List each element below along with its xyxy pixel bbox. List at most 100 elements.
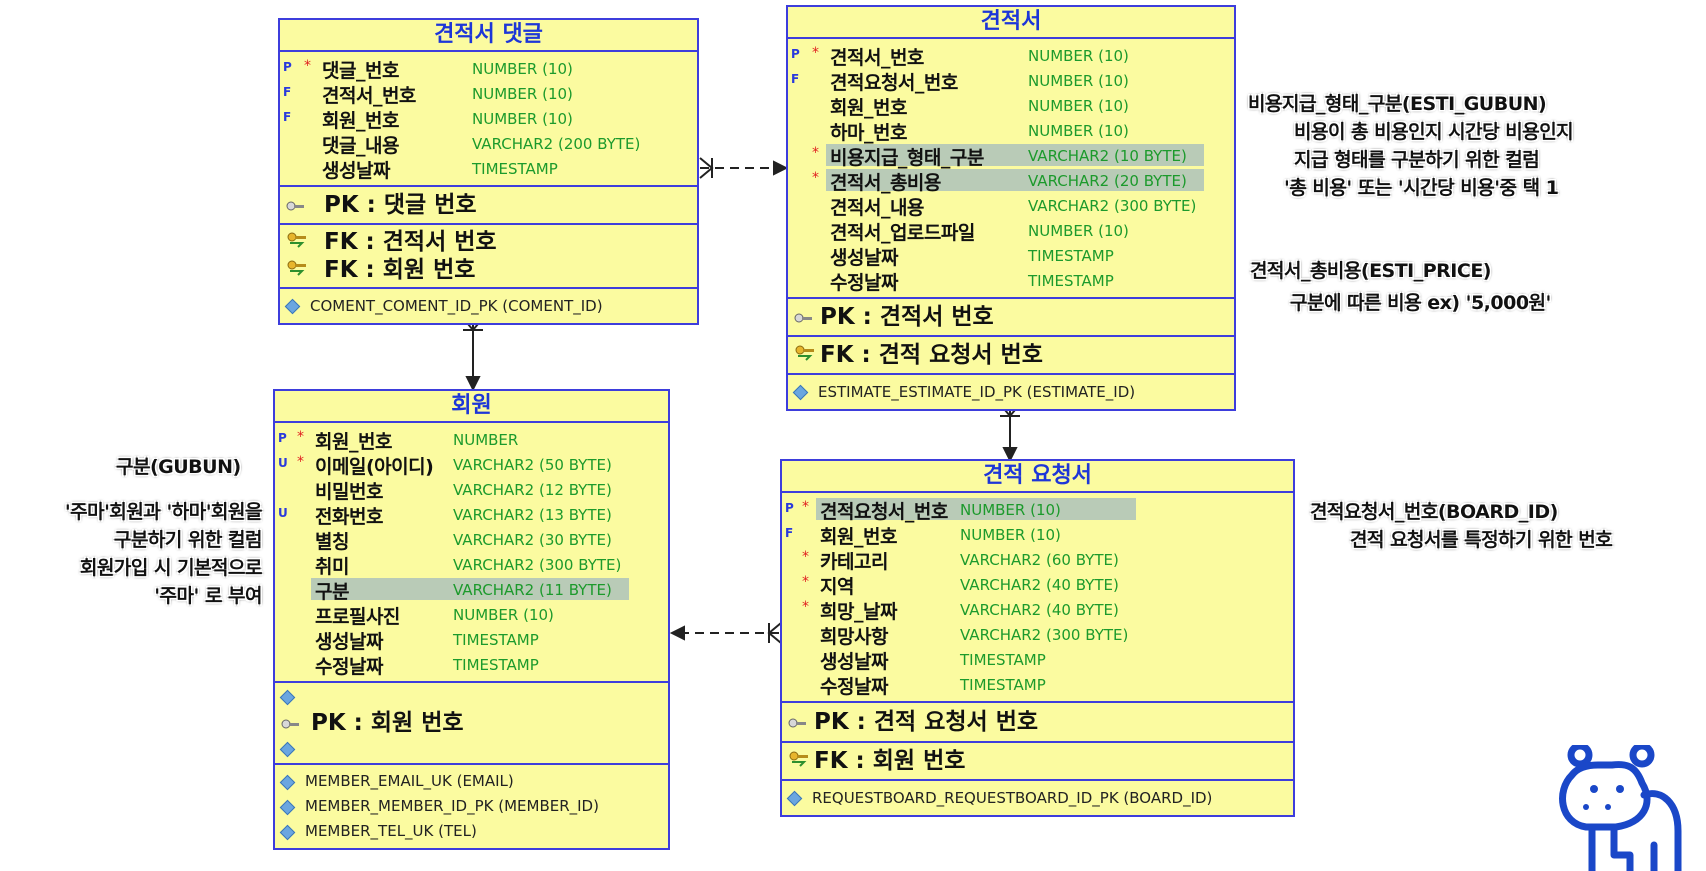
key-icon	[281, 707, 301, 739]
note-gubun: 구분(GUBUN)	[116, 456, 241, 478]
column-type: VARCHAR2 (13 BYTE)	[453, 506, 612, 524]
fk-section: FK : 견적 요청서 번호	[788, 337, 1234, 375]
index-diamond-icon	[279, 799, 296, 816]
fk-row: FK : 견적서 번호	[280, 228, 697, 256]
key-icon	[794, 302, 814, 332]
index-diamond-icon	[279, 689, 296, 706]
column-type: TIMESTAMP	[1028, 272, 1114, 290]
column-row[interactable]: VARCHAR2 (300 BYTE)취미	[275, 552, 668, 578]
foreign-key-icon	[788, 746, 810, 776]
column-type: TIMESTAMP	[453, 631, 539, 649]
column-row[interactable]: P*NUMBER (10)댓글_번호	[280, 56, 697, 82]
column-row[interactable]: *VARCHAR2 (40 BYTE)지역	[782, 572, 1293, 598]
column-name: 구분	[315, 581, 349, 603]
column-type: TIMESTAMP	[960, 676, 1046, 694]
index-section: COMENT_COMENT_ID_PK (COMENT_ID)	[280, 289, 697, 323]
column-row[interactable]: *VARCHAR2 (40 BYTE)희망_날짜	[782, 597, 1293, 623]
column-type: NUMBER (10)	[1028, 97, 1129, 115]
column-row[interactable]: *VARCHAR2 (60 BYTE)카테고리	[782, 547, 1293, 573]
entity-title: 회원	[275, 391, 668, 423]
column-type: VARCHAR2 (300 BYTE)	[453, 556, 622, 574]
column-row[interactable]: NUMBER (10) 하마_번호	[788, 118, 1234, 144]
required-marker: *	[812, 145, 819, 161]
column-name: 견적서_번호	[322, 85, 416, 107]
required-marker: *	[812, 45, 819, 61]
key-icon	[788, 706, 808, 738]
column-name: 회원_번호	[322, 110, 399, 132]
fk-label: FK : 회원 번호	[324, 257, 476, 283]
fk-row: FK : 견적 요청서 번호	[788, 340, 1234, 370]
column-type: VARCHAR2 (30 BYTE)	[453, 531, 612, 549]
column-type: TIMESTAMP	[960, 651, 1046, 669]
fk-section: FK : 회원 번호	[782, 743, 1293, 781]
column-row[interactable]: VARCHAR2 (300 BYTE)희망사항	[782, 622, 1293, 648]
index-section: ESTIMATE_ESTIMATE_ID_PK (ESTIMATE_ID)	[788, 375, 1234, 409]
entity-title: 견적서	[788, 7, 1234, 39]
column-name: 희망사항	[820, 626, 888, 648]
column-row[interactable]: NUMBER (10)회원_번호	[788, 93, 1234, 119]
pk-row: PK : 견적서 번호	[788, 302, 1234, 332]
index-diamond-icon	[284, 298, 301, 315]
column-name: 프로필사진	[315, 606, 400, 628]
fk-label: FK : 견적서 번호	[324, 229, 497, 255]
fk-row: FK : 회원 번호	[782, 746, 1293, 776]
column-row[interactable]: VARCHAR2 (200 BYTE)댓글_내용	[280, 131, 697, 157]
column-name: 비용지급_형태_구분	[830, 147, 984, 169]
column-row[interactable]: *VARCHAR2 (10 BYTE)비용지급_형태_구분	[788, 143, 1234, 169]
fk-section: FK : 견적서 번호 FK : 회원 번호	[280, 225, 697, 289]
column-row[interactable]: P*NUMBER (10)견적요청서_번호	[782, 497, 1293, 523]
index-diamond-icon	[786, 790, 803, 807]
column-name: 하마_번호	[830, 122, 907, 144]
foreign-key-icon	[286, 256, 308, 284]
column-type: NUMBER (10)	[960, 501, 1061, 519]
required-marker: *	[297, 429, 304, 445]
column-row[interactable]: NUMBER (10)프로필사진	[275, 602, 668, 628]
note-gubun-desc: '주마'회원과 '하마'회원을 구분하기 위한 컬럼 회원가입 시 기본적으로 …	[64, 501, 263, 607]
index-row: COMENT_COMENT_ID_PK (COMENT_ID)	[280, 293, 697, 319]
hippo-mascot-icon	[1559, 745, 1682, 871]
column-type: NUMBER (10)	[472, 60, 573, 78]
column-row[interactable]: NUMBER (10)견적서_업로드파일	[788, 218, 1234, 244]
arrowhead-member-2	[669, 625, 685, 641]
column-type: NUMBER (10)	[1028, 47, 1129, 65]
column-row[interactable]: *VARCHAR2 (20 BYTE)견적서_총비용	[788, 168, 1234, 194]
column-row[interactable]: VARCHAR2 (12 BYTE)비밀번호	[275, 477, 668, 503]
column-row[interactable]: P * NUMBER (10) 견적서_번호	[788, 43, 1234, 69]
column-type: NUMBER (10)	[1028, 122, 1129, 140]
column-row[interactable]: VARCHAR2 (30 BYTE)별칭	[275, 527, 668, 553]
index-diamond-icon	[279, 774, 296, 791]
index-row: MEMBER_EMAIL_UK (EMAIL)	[275, 769, 668, 794]
column-type: VARCHAR2 (40 BYTE)	[960, 576, 1119, 594]
index-row: MEMBER_TEL_UK (TEL)	[275, 819, 668, 844]
column-name: 견적서_번호	[830, 47, 924, 69]
column-name: 생성날짜	[820, 651, 888, 673]
column-row[interactable]: VARCHAR2 (300 BYTE)견적서_내용	[788, 193, 1234, 219]
column-name: 견적요청서_번호	[820, 501, 948, 523]
column-type: VARCHAR2 (50 BYTE)	[453, 456, 612, 474]
column-key-flag: P	[791, 47, 800, 61]
fk-label: FK : 견적 요청서 번호	[820, 342, 1043, 368]
column-row[interactable]: TIMESTAMP 생성날짜	[782, 647, 1293, 673]
column-type: NUMBER (10)	[472, 110, 573, 128]
note-board-id: 견적요청서_번호(BOARD_ID) 견적 요청서를 특정하기 위한 번호	[1310, 501, 1613, 551]
column-key-flag: P	[785, 501, 794, 515]
column-row[interactable]: VARCHAR2 (11 BYTE)구분	[275, 577, 668, 603]
column-row[interactable]: U*VARCHAR2 (50 BYTE)이메일(아이디)	[275, 452, 668, 478]
